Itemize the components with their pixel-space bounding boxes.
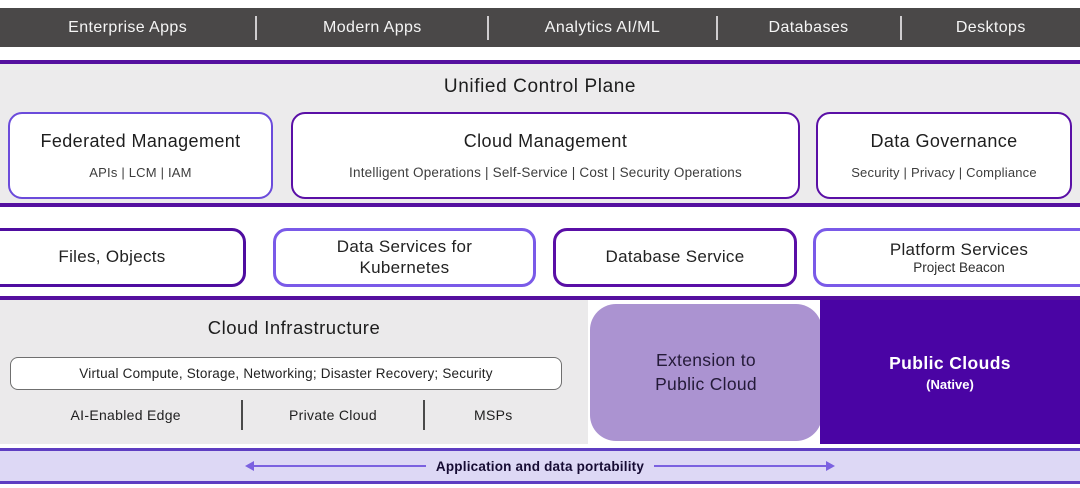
deployment-private-cloud: Private Cloud	[289, 407, 377, 423]
box-subtitle: APIs | LCM | IAM	[89, 165, 192, 180]
right-arrow-icon	[654, 461, 836, 471]
divider	[241, 400, 243, 430]
deployment-ai-enabled-edge: AI-Enabled Edge	[70, 407, 181, 423]
workload-enterprise-apps: Enterprise Apps	[68, 18, 188, 36]
workload-analytics-aiml: Analytics AI/ML	[544, 18, 661, 36]
divider	[487, 15, 490, 40]
database-service-box: Database Service	[553, 228, 797, 287]
cloud-management-box: Cloud Management Intelligent Operations …	[291, 112, 800, 199]
box-title: Federated Management	[40, 131, 241, 151]
portability-label: Application and data portability	[435, 458, 645, 474]
data-services-kubernetes-box: Data Services for Kubernetes	[273, 228, 536, 287]
divider	[423, 400, 425, 430]
platform-services-box: Platform Services Project Beacon	[813, 228, 1080, 287]
unified-control-plane-section: Unified Control Plane Federated Manageme…	[0, 60, 1080, 207]
infrastructure-section: Cloud Infrastructure Virtual Compute, St…	[0, 296, 1080, 444]
public-clouds-native-box: Public Clouds (Native)	[820, 300, 1080, 444]
deployment-msps: MSPs	[474, 407, 513, 423]
workload-modern-apps: Modern Apps	[323, 18, 422, 36]
box-title: Database Service	[605, 247, 745, 267]
workloads-bar: Enterprise Apps Modern Apps Analytics AI…	[0, 8, 1080, 47]
extension-to-public-cloud-box: Extension to Public Cloud	[590, 304, 822, 441]
box-title-line1: Extension to	[656, 349, 756, 370]
left-arrow-icon	[244, 461, 426, 471]
section-title: Unified Control Plane	[443, 76, 637, 97]
deployment-options-row: AI-Enabled Edge Private Cloud MSPs	[10, 398, 562, 432]
box-title: Data Governance	[870, 131, 1018, 151]
box-subtitle: Security | Privacy | Compliance	[851, 165, 1037, 180]
divider	[899, 15, 902, 40]
box-title: Platform Services	[889, 239, 1029, 259]
panel-title: Cloud Infrastructure	[207, 317, 381, 338]
workload-databases: Databases	[768, 18, 849, 36]
box-title: Public Clouds	[889, 352, 1011, 373]
box-title: Files, Objects	[58, 247, 166, 267]
box-title: Data Services for Kubernetes	[336, 237, 473, 277]
box-title: Cloud Management	[463, 131, 628, 151]
divider	[255, 15, 258, 40]
box-title-line2: Public Cloud	[655, 373, 757, 394]
federated-management-box: Federated Management APIs | LCM | IAM	[8, 112, 273, 199]
workload-desktops: Desktops	[955, 18, 1026, 36]
data-governance-box: Data Governance Security | Privacy | Com…	[816, 112, 1072, 199]
portability-bar: Application and data portability	[0, 448, 1080, 484]
cloud-infrastructure-panel: Cloud Infrastructure Virtual Compute, St…	[0, 300, 588, 444]
files-objects-box: Files, Objects	[0, 228, 246, 287]
infrastructure-capabilities-box: Virtual Compute, Storage, Networking; Di…	[10, 357, 562, 390]
box-subtitle: Project Beacon	[913, 259, 1005, 275]
box-subtitle: (Native)	[926, 376, 974, 392]
divider	[715, 15, 718, 40]
box-subtitle: Intelligent Operations | Self-Service | …	[349, 165, 742, 180]
